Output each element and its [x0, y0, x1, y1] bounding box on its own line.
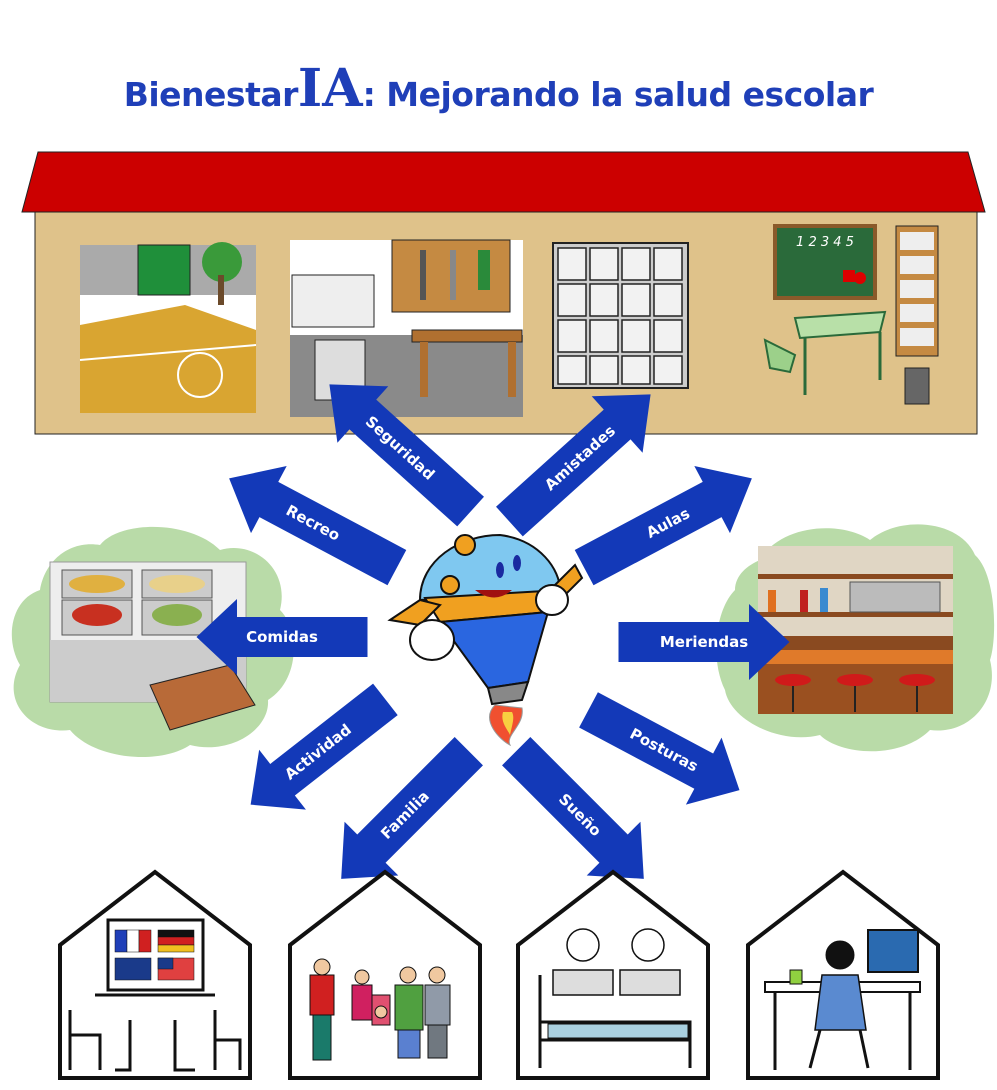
page-title: BienestarIA: Mejorando la salud escolar — [0, 58, 997, 119]
workshop-picture — [290, 239, 523, 417]
classroom-picture: 1 2 3 4 5 — [763, 224, 939, 405]
arrow-meriendas: Meriendas — [618, 604, 790, 680]
snack-bar-cloud — [716, 524, 995, 752]
school-building: 1 2 3 4 5 — [21, 151, 986, 435]
blackboard-text: 1 2 3 4 5 — [796, 235, 854, 250]
roof — [21, 151, 986, 213]
houses — [58, 869, 940, 1080]
cafeteria-cloud — [11, 526, 294, 757]
title-highlight: IA — [297, 58, 363, 119]
arrow-comidas: Comidas — [196, 599, 368, 675]
lockers-picture — [552, 242, 689, 389]
house-family — [288, 869, 482, 1080]
arrow-label: Comidas — [246, 628, 318, 646]
basketball-court-picture — [79, 242, 257, 413]
house-languages — [58, 869, 252, 1080]
house-posture — [746, 869, 940, 1080]
title-prefix: Bienestar — [123, 75, 299, 114]
arrow-aulas: Aulas — [566, 444, 770, 602]
food-tray — [149, 664, 256, 731]
arrow-label: Meriendas — [660, 633, 748, 651]
mascot-robot — [387, 533, 584, 747]
house-sleep — [516, 869, 710, 1080]
title-suffix: : Mejorando la salud escolar — [362, 75, 874, 114]
